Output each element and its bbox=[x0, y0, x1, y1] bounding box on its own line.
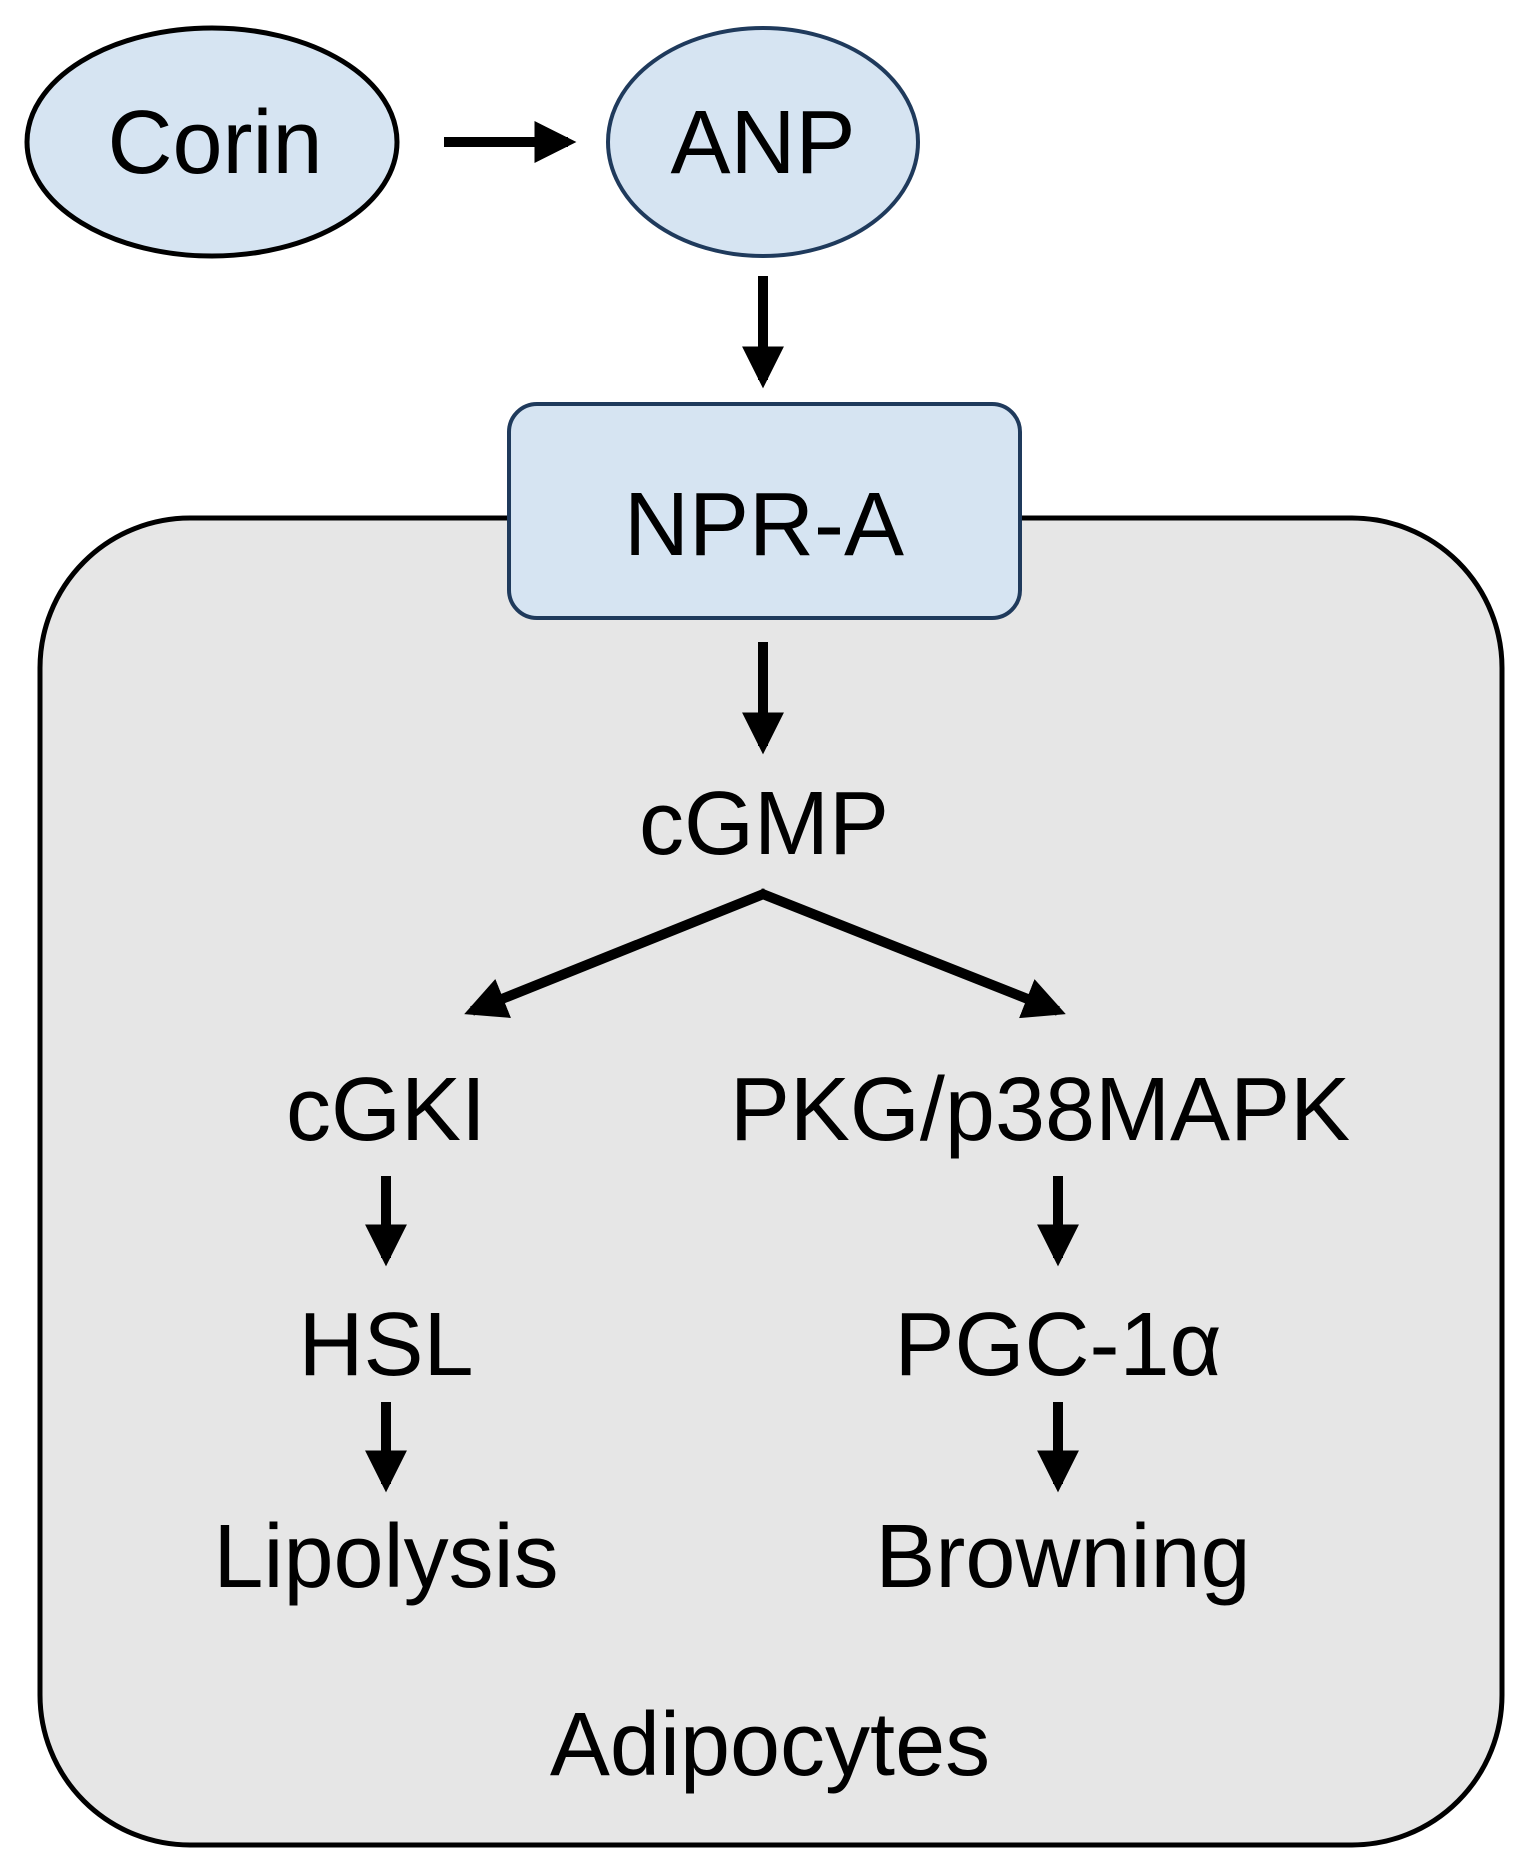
anp-label: ANP bbox=[670, 93, 856, 193]
npr-a-receptor bbox=[507, 402, 1022, 620]
pkg-p38mapk-label: PKG/p38MAPK bbox=[729, 1060, 1351, 1160]
browning-label: Browning bbox=[875, 1507, 1251, 1607]
adipocyte-cell bbox=[37, 515, 1505, 1848]
corin-node bbox=[24, 25, 400, 259]
npr-a-label: NPR-A bbox=[623, 475, 905, 575]
adipocytes-label: Adipocytes bbox=[549, 1695, 991, 1795]
cgki-label: cGKI bbox=[285, 1060, 487, 1160]
hsl-label: HSL bbox=[298, 1295, 474, 1395]
anp-node bbox=[606, 26, 920, 258]
cgmp-label: cGMP bbox=[638, 774, 890, 874]
lipolysis-label: Lipolysis bbox=[213, 1507, 559, 1607]
pgc-1a-label: PGC-1α bbox=[894, 1295, 1222, 1395]
arrow-cgmp-to-pkg bbox=[758, 888, 1066, 1019]
corin-label: Corin bbox=[107, 93, 323, 193]
arrow-cgmp-to-cgki bbox=[464, 888, 768, 1018]
